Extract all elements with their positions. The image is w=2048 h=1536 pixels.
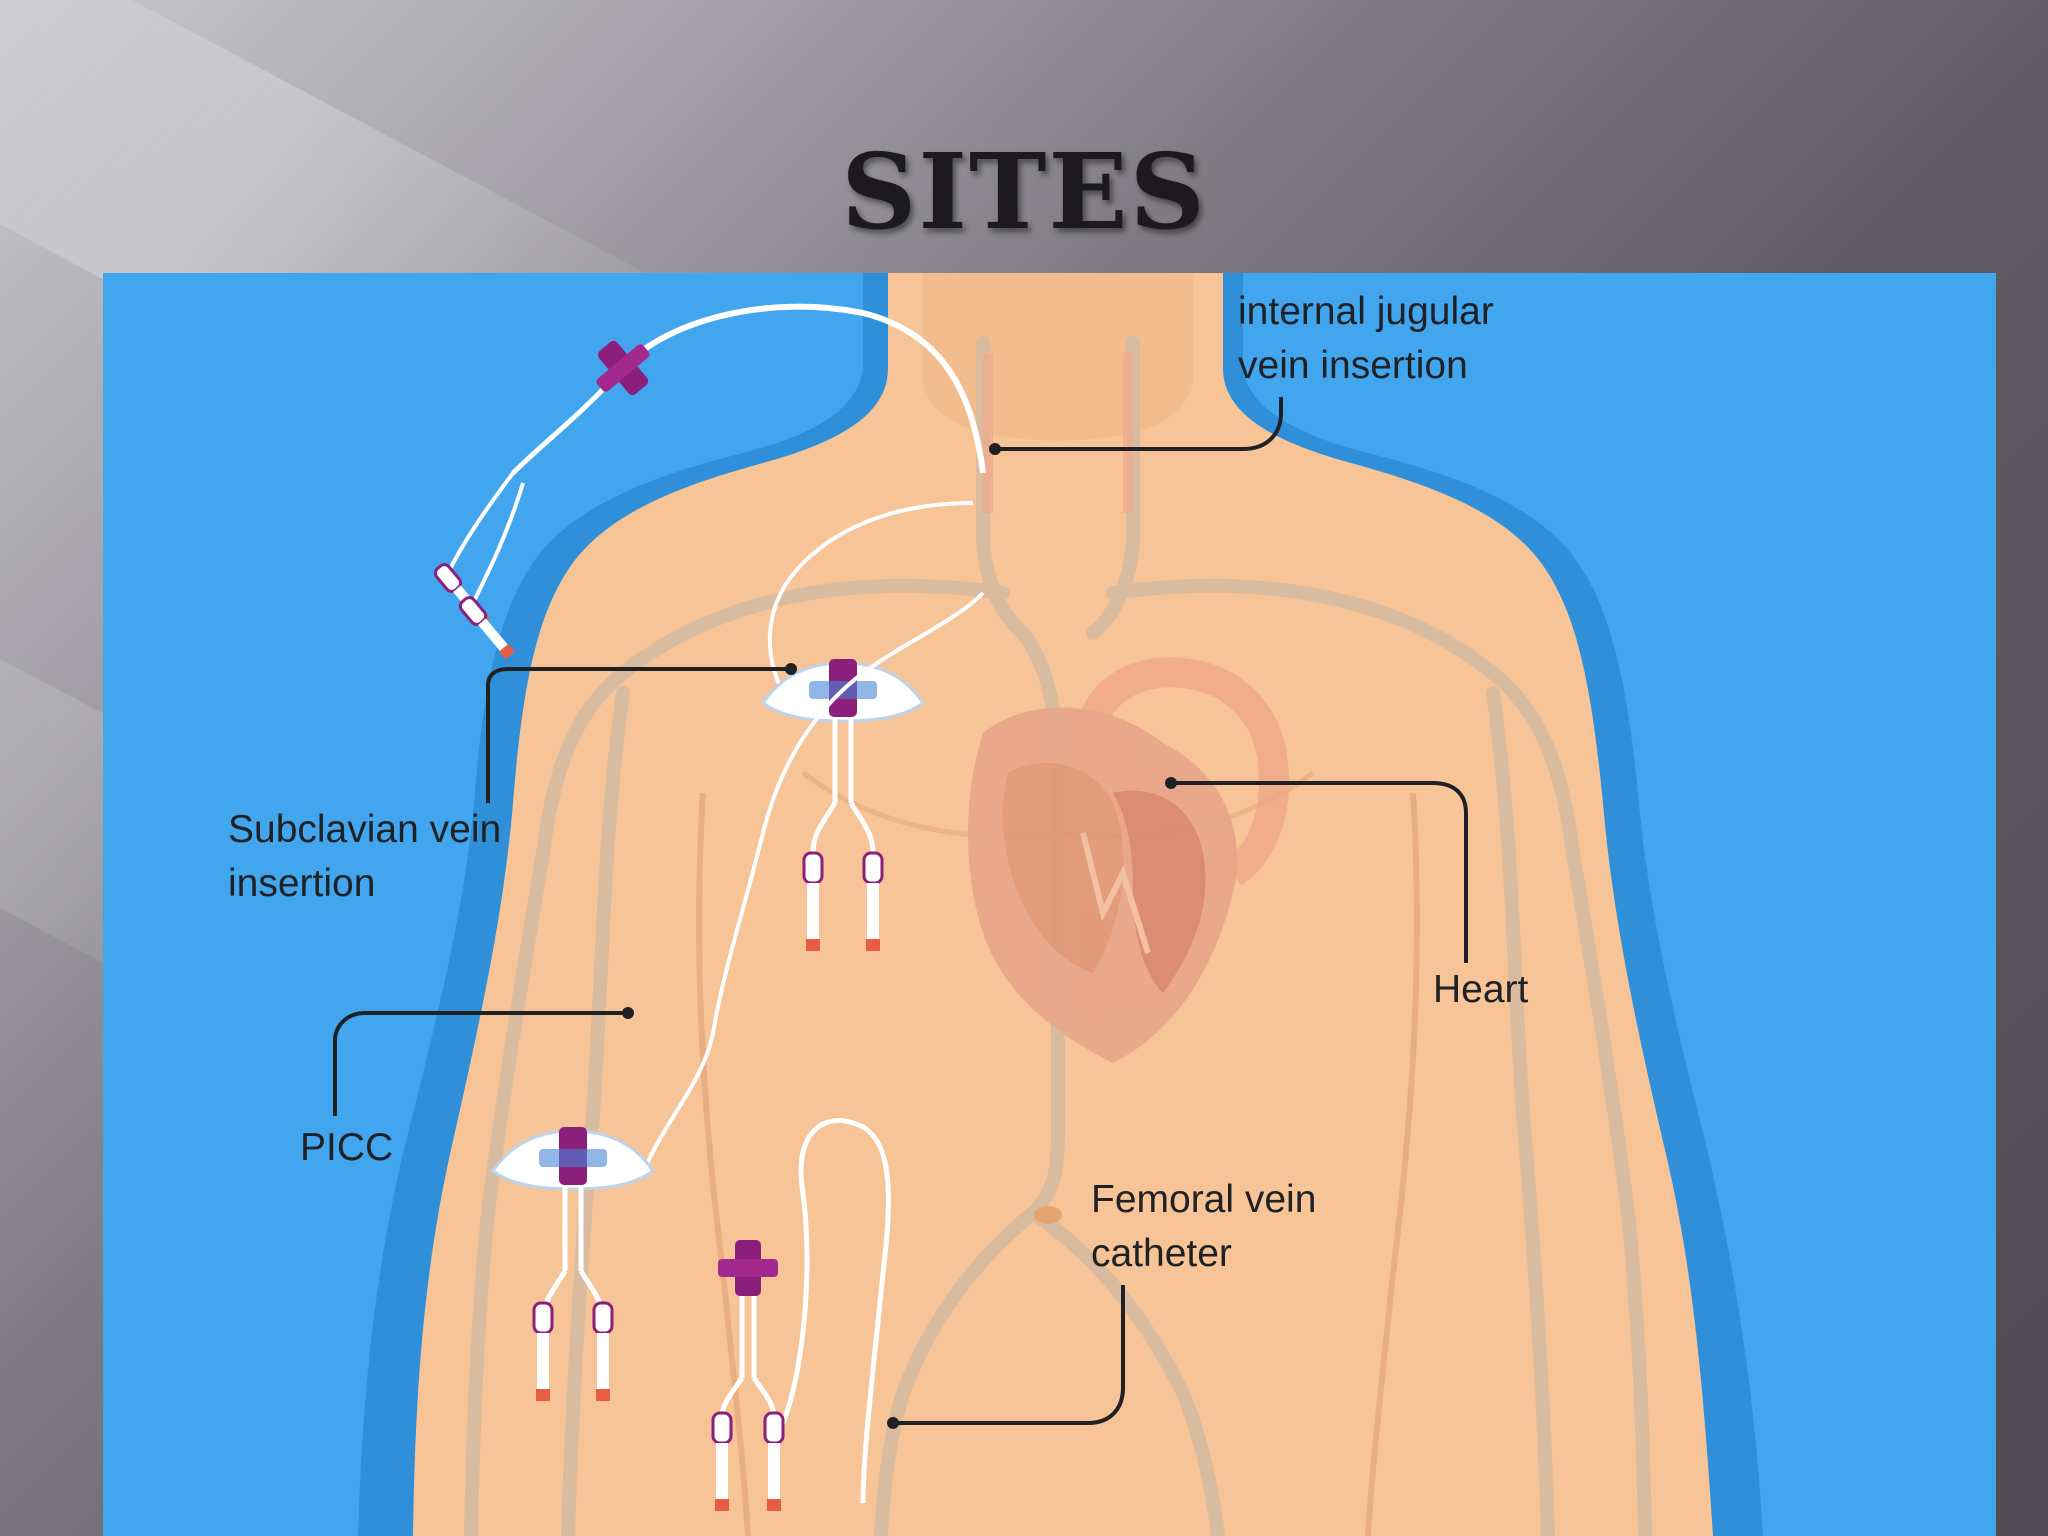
leader-subclavian bbox=[486, 667, 791, 803]
subclavian-catheter-line bbox=[767, 501, 974, 694]
arm-torso-line-right bbox=[1365, 792, 1420, 1536]
femoral-lumen-2 bbox=[763, 1411, 785, 1511]
catheter-sites-illustration: internal jugular vein insertion Subclavi… bbox=[103, 273, 1996, 1536]
picc-catheter-dressing bbox=[490, 1127, 656, 1322]
navel bbox=[1034, 1206, 1062, 1224]
body-illustration bbox=[333, 273, 1763, 1536]
jugular-catheter-lumen-2 bbox=[458, 596, 515, 660]
picc-lumen-1 bbox=[532, 1301, 554, 1401]
picc-catheter-line bbox=[641, 591, 985, 1174]
leader-lines bbox=[333, 397, 1468, 1425]
arm-vein-right-inner bbox=[1486, 686, 1555, 1536]
arm-vein-right-outer bbox=[1566, 846, 1652, 1536]
leader-heart bbox=[1171, 781, 1468, 963]
picc-lumen-2 bbox=[592, 1301, 614, 1401]
iliac-vein-right bbox=[1026, 1206, 1225, 1536]
arm-vein-left-outer bbox=[464, 846, 550, 1536]
label-femoral: Femoral vein catheter bbox=[1091, 1178, 1317, 1275]
leader-picc bbox=[333, 1011, 628, 1116]
label-heart: Heart bbox=[1433, 968, 1529, 1011]
femoral-catheter-line bbox=[780, 1118, 892, 1504]
neck bbox=[923, 273, 1193, 441]
leader-jugular bbox=[995, 397, 1283, 451]
heart-illustration bbox=[968, 707, 1238, 1063]
label-subclavian: Subclavian vein insertion bbox=[228, 808, 502, 905]
slide-title: SITES bbox=[841, 130, 1207, 253]
leader-dots bbox=[622, 443, 1177, 1429]
femoral-lumen-1 bbox=[711, 1411, 733, 1511]
aorta bbox=[1073, 657, 1289, 886]
iliac-vein-left bbox=[874, 1206, 1040, 1536]
subclavian-vein-left bbox=[536, 578, 1010, 860]
label-picc: PICC bbox=[300, 1126, 394, 1169]
subclavian-vein-right bbox=[1106, 578, 1580, 860]
label-internal-jugular: internal jugular vein insertion bbox=[1238, 290, 1494, 387]
jugular-catheter-hub bbox=[596, 340, 650, 396]
arm-vein-left-inner bbox=[561, 686, 630, 1536]
subclavian-lumen-2 bbox=[862, 851, 884, 951]
subclavian-lumen-1 bbox=[802, 851, 824, 951]
leader-femoral bbox=[893, 1285, 1125, 1425]
arm-torso-line-left bbox=[696, 792, 751, 1536]
